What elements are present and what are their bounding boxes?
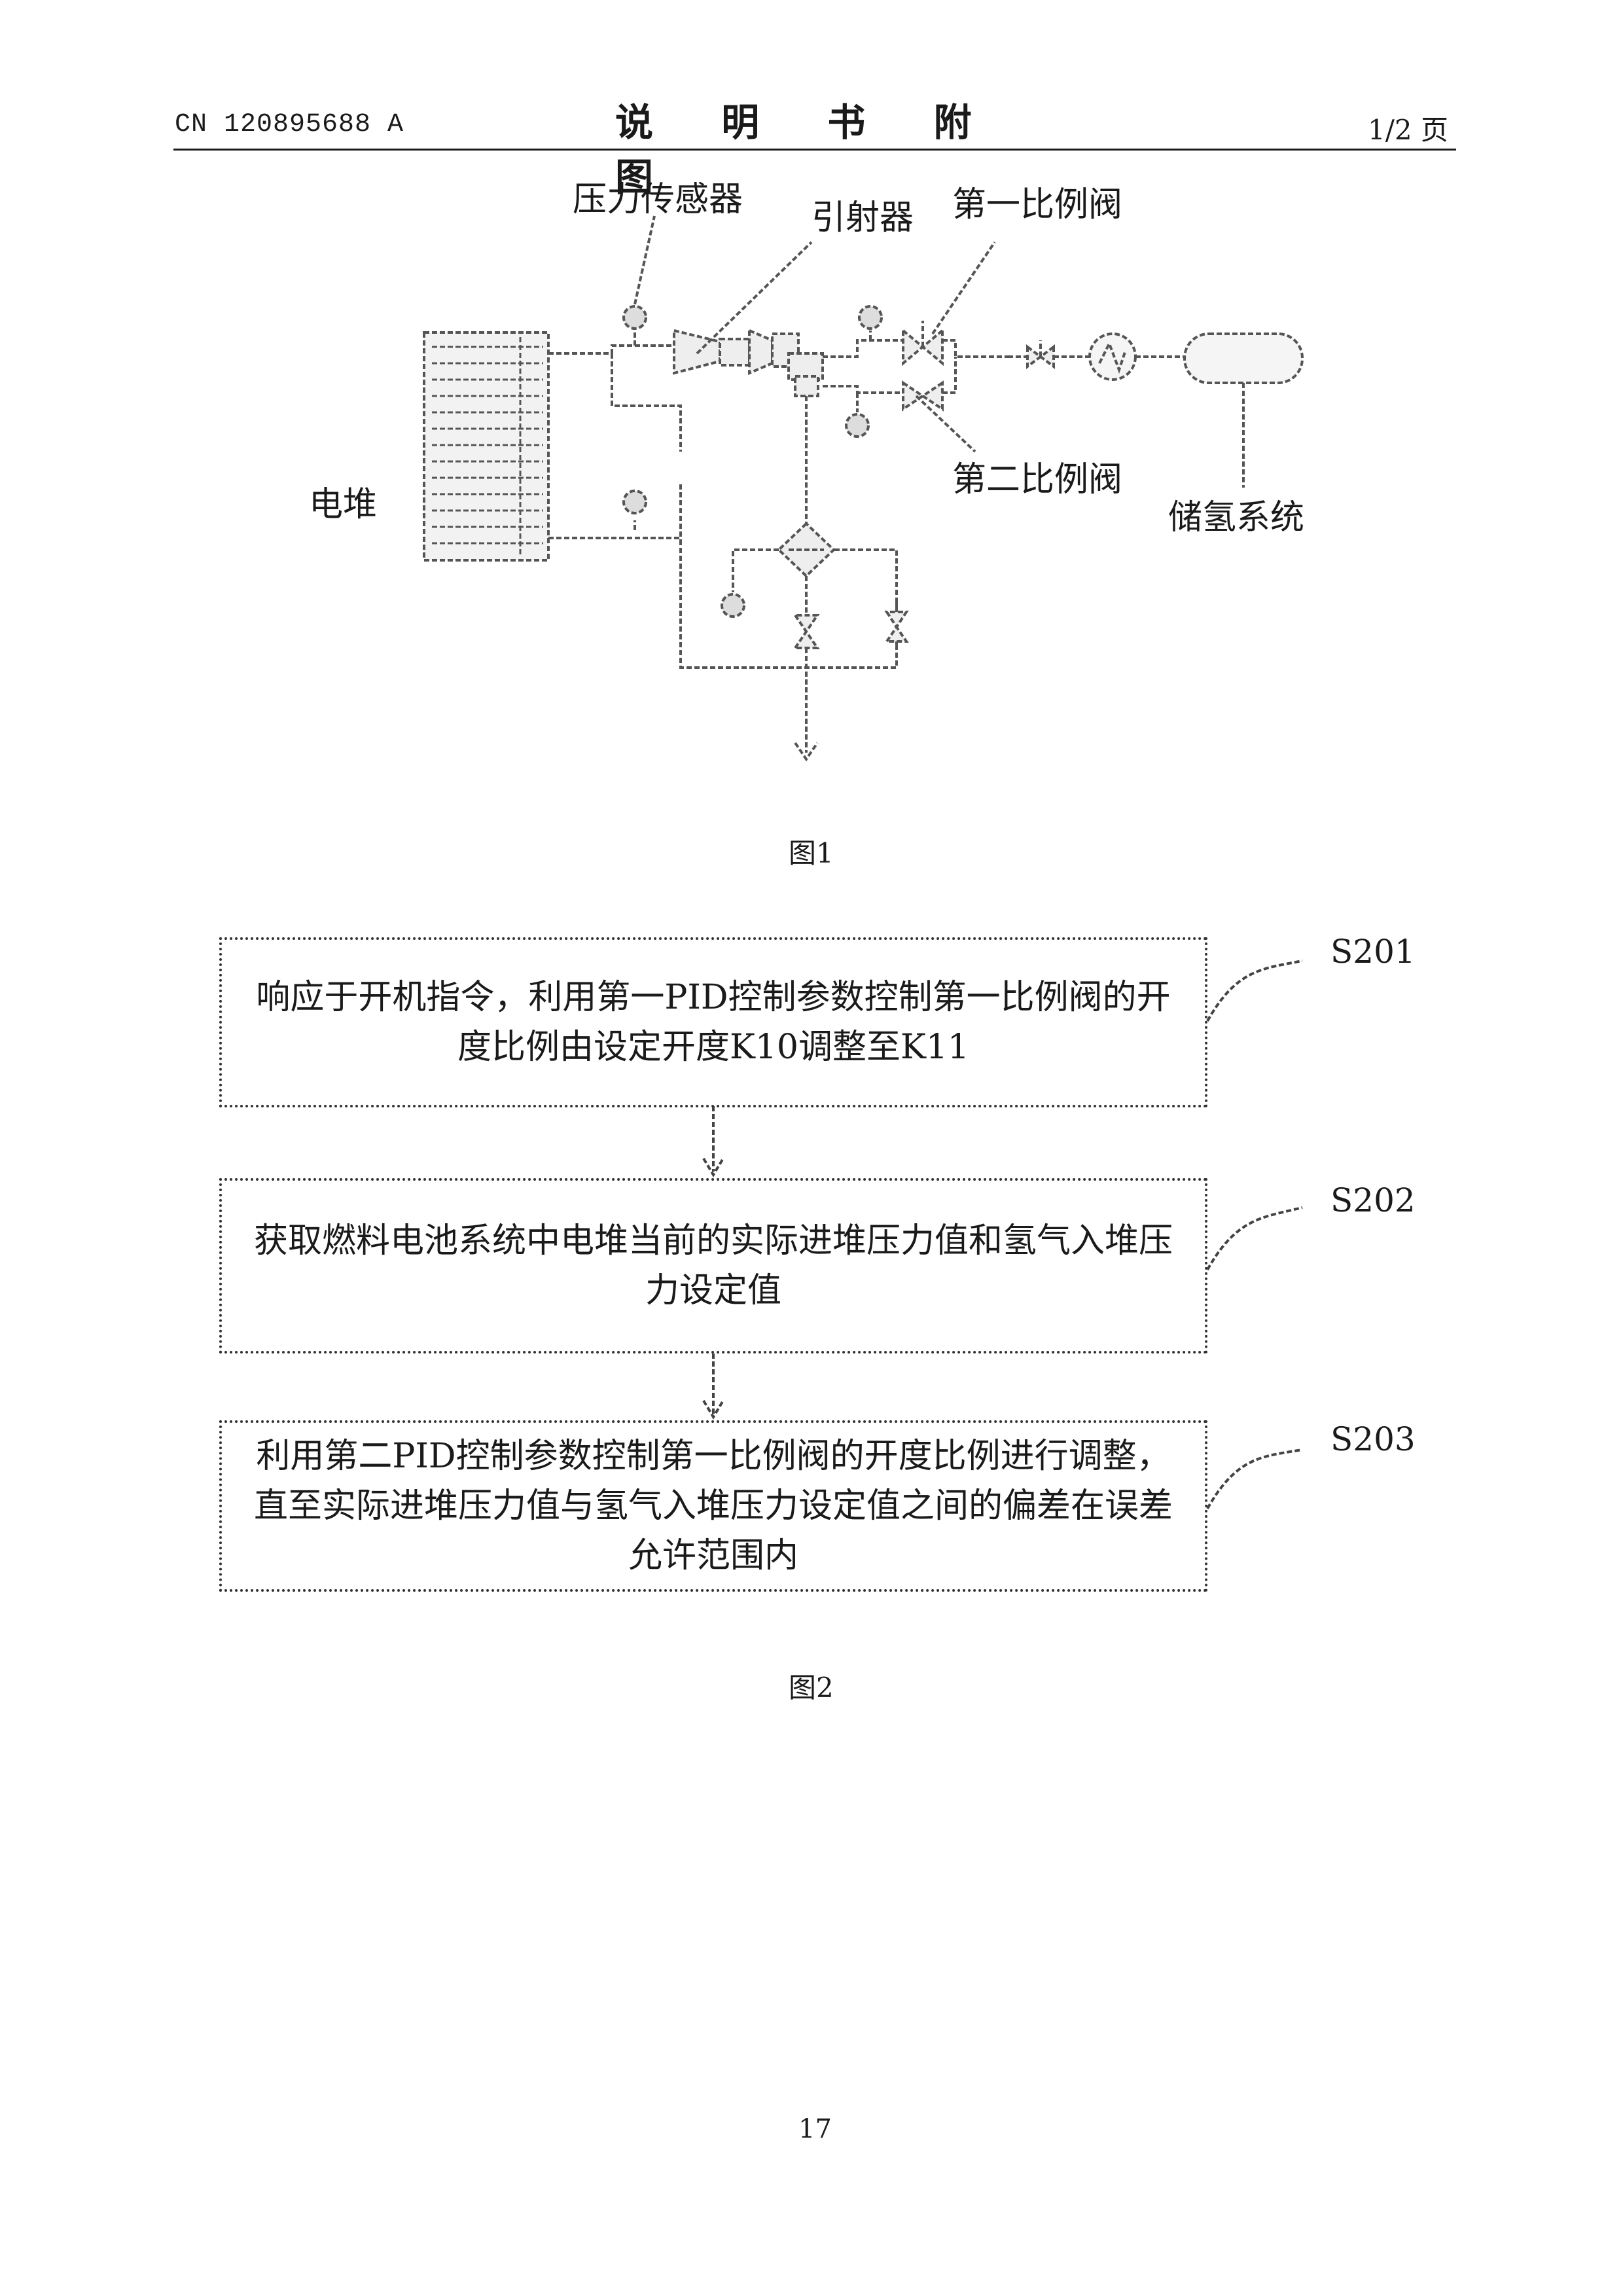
second-proportional-valve-icon	[903, 383, 923, 409]
drain-valve-icon	[795, 615, 817, 632]
step-box-s201: 响应于开机指令，利用第一PID控制参数控制第一比例阀的开度比例由设定开度K10调…	[219, 937, 1207, 1107]
step-text-s203: 利用第二PID控制参数控制第一比例阀的开度比例进行调整，直至实际进堆压力值与氢气…	[241, 1431, 1185, 1581]
label-ejector: 引射器	[812, 190, 914, 239]
step-box-s203: 利用第二PID控制参数控制第一比例阀的开度比例进行调整，直至实际进堆压力值与氢气…	[219, 1420, 1207, 1592]
label-first-proportional-valve: 第一比例阀	[952, 177, 1122, 226]
page-number: 17	[798, 2114, 832, 2144]
label-stack: 电堆	[309, 476, 377, 526]
label-hydrogen-storage: 储氢系统	[1168, 490, 1304, 539]
first-proportional-valve-icon	[903, 331, 923, 363]
step-box-s202: 获取燃料电池系统中电堆当前的实际进堆压力值和氢气入堆压力设定值	[219, 1178, 1207, 1354]
label-pressure-sensor: 压力传感器	[573, 171, 743, 221]
step-id-s202: S202	[1330, 1181, 1416, 1219]
pressure-sensor-icon	[624, 306, 646, 329]
figure1-schematic	[0, 0, 1623, 864]
label-second-proportional-valve: 第二比例阀	[952, 452, 1122, 501]
figure2-caption: 图2	[789, 1666, 834, 1706]
hydrogen-tank-shape	[1185, 334, 1302, 383]
step-text-s202: 获取燃料电池系统中电堆当前的实际进堆压力值和氢气入堆压力设定值	[241, 1216, 1185, 1316]
step-id-s201: S201	[1330, 933, 1416, 971]
step-text-s201: 响应于开机指令，利用第一PID控制参数控制第一比例阀的开度比例由设定开度K10调…	[241, 973, 1185, 1072]
regulator-icon	[1090, 334, 1135, 380]
step-id-s203: S203	[1330, 1420, 1416, 1458]
figure1-caption: 图1	[789, 831, 834, 871]
outlet-sensor-icon	[624, 491, 646, 513]
